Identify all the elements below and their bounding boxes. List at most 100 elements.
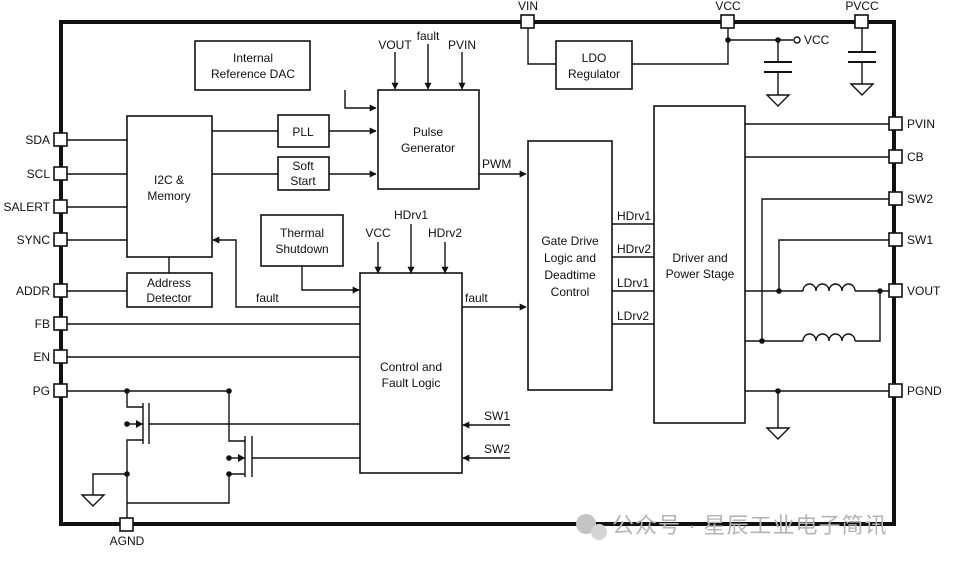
- pin-agnd-label: AGND: [110, 534, 145, 548]
- pll-label: PLL: [292, 125, 314, 139]
- signal-ldrv1: LDrv1: [617, 276, 649, 290]
- junction-dot: [226, 471, 232, 477]
- i2c-label: I2C &Memory: [147, 173, 190, 203]
- ldo-block: [555, 40, 633, 90]
- wire-m1-src: [126, 439, 143, 503]
- signal-fault-in: fault: [417, 29, 440, 43]
- signal-vcc-out: VCC: [804, 33, 830, 47]
- pin-fb-label: FB: [35, 317, 50, 331]
- wire-sw1: [778, 239, 890, 291]
- pin-fb: [53, 316, 68, 331]
- signal-hdrv1: HDrv1: [617, 209, 651, 223]
- junction-dot: [725, 37, 731, 43]
- pin-sw1: [888, 232, 903, 247]
- signal-pvin-in: PVIN: [448, 38, 476, 52]
- junction-dot: [124, 421, 130, 427]
- pin-addr-label: ADDR: [16, 284, 50, 298]
- pin-salert-label: SALERT: [4, 200, 51, 214]
- wire-agnd-gnd: [92, 473, 127, 495]
- pin-pgnd: [888, 383, 903, 398]
- pin-salert: [53, 199, 68, 214]
- watermark: 公众号 · 星辰工业电子简讯: [576, 513, 888, 540]
- wire-fault-i2c: [212, 236, 360, 308]
- signal-sw2-in: SW2: [484, 442, 510, 456]
- ground-icon: [80, 494, 106, 507]
- pin-pg-label: PG: [33, 384, 50, 398]
- pin-pvin: [888, 116, 903, 131]
- signal-fault-to-i2c: fault: [256, 291, 279, 305]
- pin-pvcc-label: PVCC: [845, 0, 879, 13]
- pin-agnd: [119, 517, 134, 532]
- pll-block: [277, 114, 330, 148]
- wire-vin-ldo: [527, 28, 556, 65]
- pin-sw2-label: SW2: [907, 192, 933, 206]
- driver-block: [653, 105, 746, 424]
- ground-icon: [849, 83, 875, 96]
- junction-dot: [226, 455, 232, 461]
- junction-dot: [775, 37, 781, 43]
- ground-icon: [765, 427, 791, 440]
- fet-arrow-icon: [238, 454, 245, 462]
- ref-dac-block: [194, 40, 311, 91]
- pin-sync-label: SYNC: [17, 233, 51, 247]
- pulse-gen-block: [377, 89, 480, 190]
- junction-dot: [759, 338, 765, 344]
- pin-sw1-label: SW1: [907, 233, 933, 247]
- wire-pg-m2: [228, 391, 245, 442]
- pin-pvcc: [854, 14, 869, 29]
- pin-vin: [520, 14, 535, 29]
- signal-fault-out: fault: [465, 291, 488, 305]
- pin-sw2: [888, 191, 903, 206]
- wire-ldo-vcc: [632, 28, 729, 65]
- junction-dot: [226, 388, 232, 394]
- junction-dot: [776, 288, 782, 294]
- pin-scl-label: SCL: [27, 167, 51, 181]
- junction-dot: [877, 288, 883, 294]
- pin-cb: [888, 149, 903, 164]
- wire-sw2: [761, 198, 890, 341]
- wire-m2-src: [127, 473, 245, 504]
- vcc-terminal-icon: [793, 36, 801, 44]
- junction-dot: [775, 388, 781, 394]
- pin-vcc-label: VCC: [715, 0, 741, 13]
- chip-outline: [59, 20, 896, 526]
- pin-vout: [888, 283, 903, 298]
- signal-sw1-in: SW1: [484, 409, 510, 423]
- pin-sda: [53, 132, 68, 147]
- junction-dot: [124, 471, 130, 477]
- soft-start-block: [277, 156, 330, 191]
- signal-hdrv2: HDrv2: [617, 242, 651, 256]
- inductor-1: [802, 283, 856, 292]
- pin-sda-label: SDA: [25, 133, 50, 147]
- wire-dac-pg: [344, 90, 377, 112]
- pin-scl: [53, 166, 68, 181]
- signal-ldrv2: LDrv2: [617, 309, 649, 323]
- pin-sync: [53, 232, 68, 247]
- signal-vcc-in: VCC: [365, 226, 391, 240]
- pin-vout-label: VOUT: [907, 284, 941, 298]
- signal-hdrv1-in: HDrv1: [394, 208, 428, 222]
- pin-cb-label: CB: [907, 150, 924, 164]
- signal-pwm: PWM: [482, 157, 511, 171]
- wire-l2-vout: [855, 291, 881, 342]
- signal-vout-in: VOUT: [378, 38, 412, 52]
- junction-dot: [124, 388, 130, 394]
- wechat-icon: [576, 514, 596, 534]
- pin-vcc: [720, 14, 735, 29]
- pin-en-label: EN: [33, 350, 50, 364]
- wire-pg-m1: [126, 391, 143, 408]
- wire-thermal-ctrl: [301, 266, 360, 294]
- wechat-icon: [591, 524, 607, 540]
- addr-detector-block: [126, 272, 213, 308]
- i2c-block: [126, 115, 213, 258]
- watermark-text: 公众号 · 星辰工业电子简讯: [612, 513, 888, 538]
- pin-pg: [53, 383, 68, 398]
